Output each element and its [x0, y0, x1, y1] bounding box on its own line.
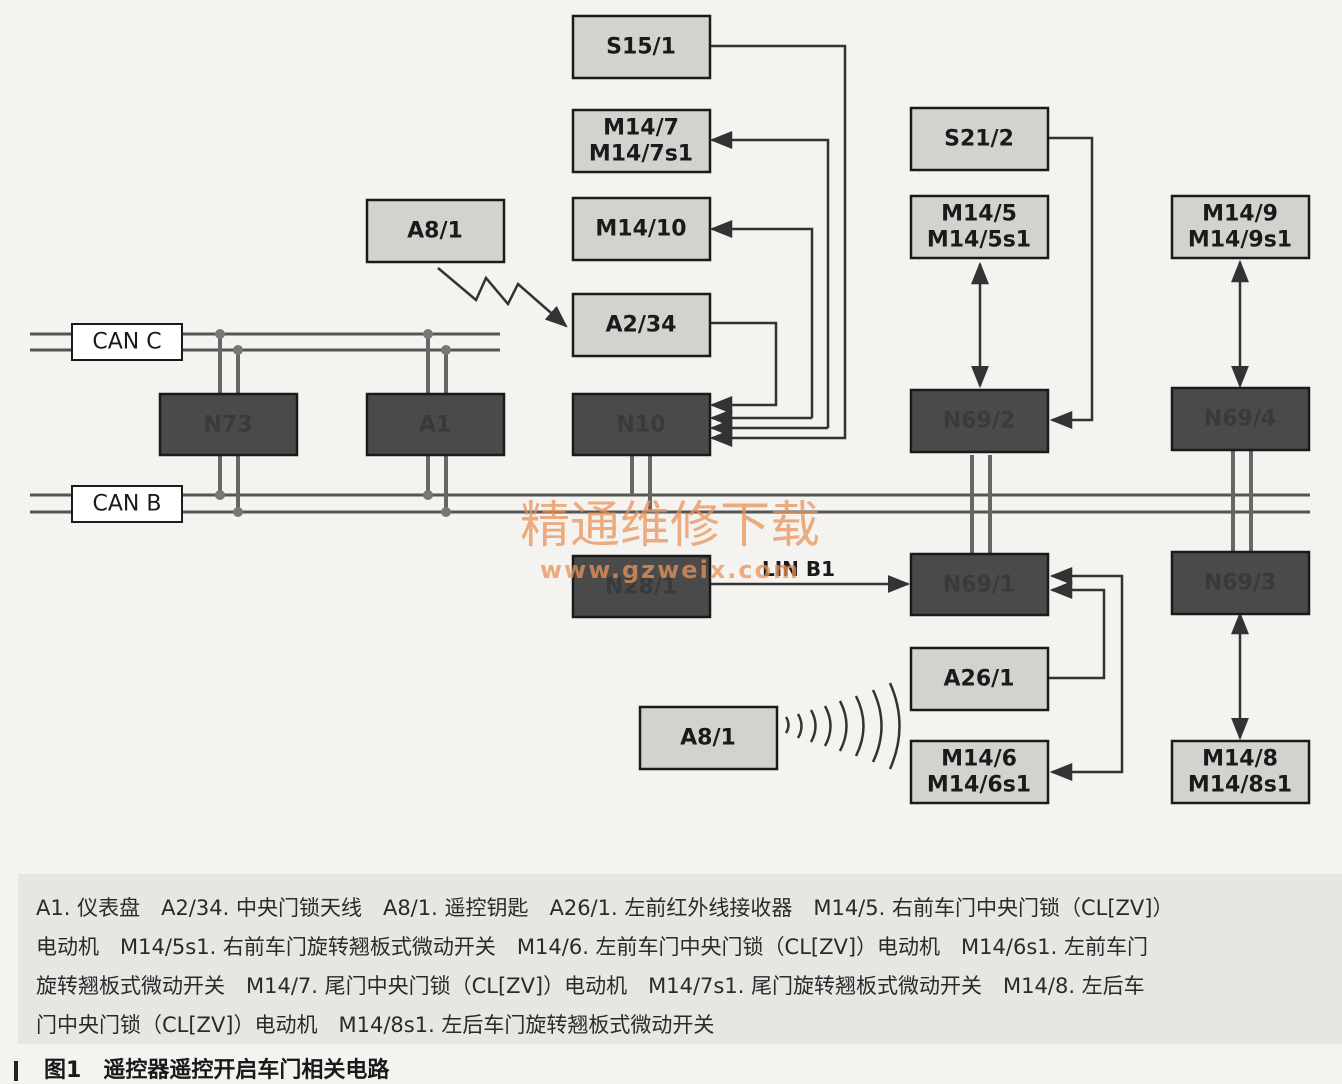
can-b-text: CAN B — [93, 492, 162, 517]
box-n69-2: N69/2 — [909, 388, 1050, 454]
box-m14-6: M14/6 M14/6s1 — [909, 739, 1050, 805]
box-s15-1: S15/1 — [571, 14, 712, 80]
box-a26-1: A26/1 — [909, 646, 1050, 712]
svg-text:M14/9s1: M14/9s1 — [1188, 228, 1292, 253]
lin-b1-label: LIN B1 — [762, 557, 835, 581]
box-n69-1: N69/1 — [909, 552, 1050, 617]
figure-caption: 图1 遥控器遥控开启车门相关电路 — [14, 1052, 389, 1084]
box-n73: N73 — [158, 392, 299, 457]
box-a8-1-remote-key: A8/1 — [365, 198, 506, 264]
box-m14-5: M14/5 M14/5s1 — [909, 194, 1050, 260]
svg-text:M14/6s1: M14/6s1 — [927, 773, 1031, 798]
svg-text:S21/2: S21/2 — [944, 127, 1014, 152]
figure-title: 遥控器遥控开启车门相关电路 — [103, 1058, 390, 1083]
svg-text:M14/7: M14/7 — [603, 116, 679, 141]
legend-line: 门中央门锁（CL[ZV]）电动机 M14/8s1. 左后车门旋转翘板式微动开关 — [36, 1013, 715, 1037]
svg-text:A2/34: A2/34 — [606, 313, 677, 338]
legend-line: 电动机 M14/5s1. 右前车门旋转翘板式微动开关 M14/6. 左前车门中央… — [36, 935, 1148, 959]
caption-bar — [14, 1061, 18, 1081]
legend-line: 旋转翘板式微动开关 M14/7. 尾门中央门锁（CL[ZV]）电动机 M14/7… — [36, 974, 1145, 998]
svg-text:M14/5: M14/5 — [941, 202, 1017, 227]
box-m14-10: M14/10 — [571, 196, 712, 262]
box-a2-34: A2/34 — [571, 292, 712, 358]
box-m14-9: M14/9 M14/9s1 — [1170, 194, 1311, 260]
legend-line: A1. 仪表盘 A2/34. 中央门锁天线 A8/1. 遥控钥匙 A26/1. … — [36, 896, 1174, 920]
box-m14-7: M14/7 M14/7s1 — [571, 108, 712, 174]
n10-wiring — [709, 44, 847, 447]
radio-signal-zigzag — [437, 267, 568, 328]
svg-text:M14/8: M14/8 — [1202, 747, 1278, 772]
svg-text:N69/1: N69/1 — [943, 573, 1015, 598]
figure-number: 图1 — [44, 1058, 82, 1083]
box-n28-1: N28/1 — [571, 554, 712, 619]
svg-text:A26/1: A26/1 — [944, 667, 1015, 692]
svg-text:M14/10: M14/10 — [595, 217, 686, 242]
can-c-text: CAN C — [92, 330, 161, 355]
can-c-label: CAN C — [71, 323, 183, 361]
svg-text:A8/1: A8/1 — [680, 726, 736, 751]
watermark-title: 精通维修下载 — [520, 496, 820, 554]
n69-2-wiring — [971, 136, 1094, 429]
can-b-bus — [30, 493, 1310, 514]
box-n10: N10 — [571, 392, 712, 457]
svg-text:M14/8s1: M14/8s1 — [1188, 773, 1292, 798]
svg-text:N69/3: N69/3 — [1204, 571, 1276, 596]
box-n69-3: N69/3 — [1170, 550, 1311, 616]
box-n69-4: N69/4 — [1170, 386, 1311, 452]
svg-text:M14/7s1: M14/7s1 — [589, 142, 693, 167]
box-a1: A1 — [365, 392, 506, 457]
can-b-stubs — [215, 450, 1253, 554]
box-m14-8: M14/8 M14/8s1 — [1170, 739, 1311, 805]
svg-text:S15/1: S15/1 — [606, 35, 676, 60]
box-s21-2: S21/2 — [909, 106, 1050, 172]
svg-text:N28/1: N28/1 — [605, 575, 677, 600]
n69-1-wiring — [1048, 567, 1124, 781]
circuit-diagram: CAN C CAN B LIN B1 S15/1 M14/7 M14/7s1 M… — [30, 14, 1311, 805]
svg-text:N10: N10 — [616, 413, 665, 438]
legend-panel: A1. 仪表盘 A2/34. 中央门锁天线 A8/1. 遥控钥匙 A26/1. … — [18, 874, 1342, 1044]
svg-text:M14/6: M14/6 — [941, 747, 1017, 772]
svg-text:M14/5s1: M14/5s1 — [927, 228, 1031, 253]
can-b-label: CAN B — [71, 485, 183, 523]
watermark-url: www.gzweix.com — [540, 556, 800, 584]
svg-text:A8/1: A8/1 — [407, 219, 463, 244]
svg-text:N69/2: N69/2 — [943, 409, 1015, 434]
svg-text:N73: N73 — [203, 413, 252, 438]
svg-text:M14/9: M14/9 — [1202, 202, 1278, 227]
infrared-signal — [784, 682, 901, 770]
can-c-stubs — [215, 329, 451, 394]
box-a8-1-ir-key: A8/1 — [638, 705, 779, 771]
svg-text:A1: A1 — [419, 413, 451, 438]
svg-text:N69/4: N69/4 — [1204, 407, 1276, 432]
